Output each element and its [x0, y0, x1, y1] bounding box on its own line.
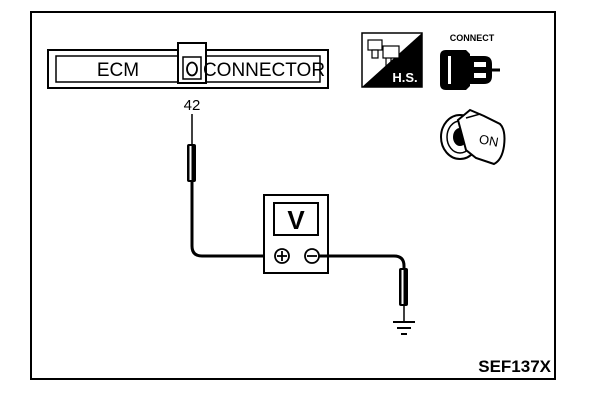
connector-label: CONNECTOR — [203, 60, 325, 81]
ecm-label: ECM — [97, 60, 139, 81]
figure-code: SEF137X — [478, 357, 551, 376]
voltmeter-display — [273, 202, 319, 236]
harness-side-icon: H.S. — [361, 32, 423, 88]
ecm-connector: ECM CONNECTOR — [47, 42, 329, 89]
ground-icon — [393, 321, 415, 335]
negative-probe — [399, 268, 408, 322]
voltmeter: V — [263, 194, 329, 274]
harness-side-label: H.S. — [392, 70, 417, 85]
connect-label: CONNECT — [450, 33, 495, 43]
negative-lead-wire — [319, 254, 406, 272]
connect-icon: CONNECT — [440, 33, 500, 90]
diagram-frame — [30, 11, 556, 380]
connector-lock-hole — [186, 61, 198, 77]
terminal-number: 42 — [184, 97, 201, 114]
ignition-on-label: ON — [478, 131, 500, 149]
voltmeter-symbol: V — [287, 205, 305, 235]
positive-lead-wire — [190, 182, 268, 258]
positive-probe — [187, 114, 196, 182]
ignition-on-icon: ON — [440, 108, 506, 166]
